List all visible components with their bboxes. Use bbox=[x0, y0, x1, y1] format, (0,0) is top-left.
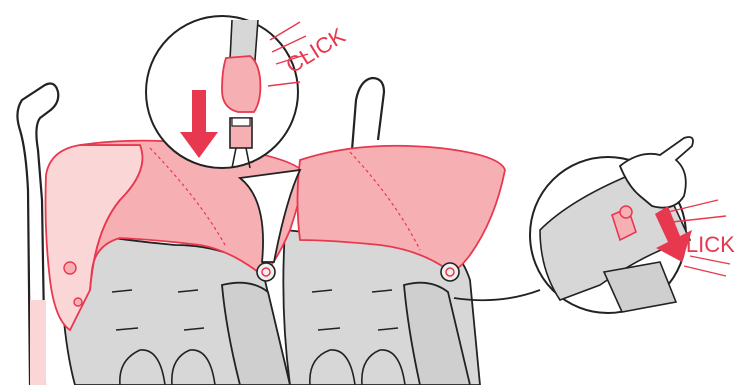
top-click-label: CLICK bbox=[281, 23, 349, 79]
left-hub bbox=[257, 263, 275, 281]
left-pink-strap bbox=[30, 300, 46, 385]
right-click-label: CLICK bbox=[670, 232, 735, 257]
right-hub bbox=[441, 263, 459, 281]
right-handle-frame bbox=[352, 78, 384, 150]
